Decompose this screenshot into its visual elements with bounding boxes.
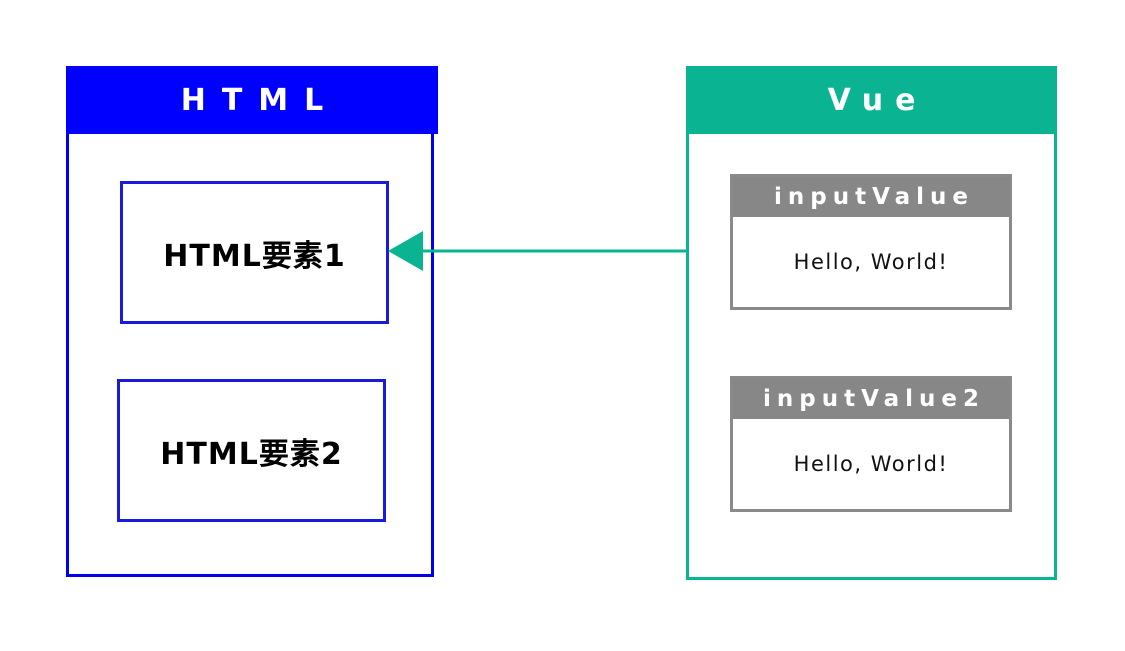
vue-panel-title: Vue: [686, 66, 1057, 134]
vue-data-value-2: Hello, World!: [793, 452, 949, 476]
vue-data-box-2: inputValue2 Hello, World!: [730, 376, 1012, 512]
vue-data-value-1: Hello, World!: [793, 250, 949, 274]
html-element-1: HTML要素1: [120, 181, 389, 324]
html-panel: HTML HTML要素1 HTML要素2: [66, 66, 438, 577]
vue-data-name-1: inputValue: [733, 177, 1009, 217]
html-panel-title: HTML: [66, 66, 438, 134]
vue-data-box-1: inputValue Hello, World!: [730, 174, 1012, 310]
vue-data-name-2: inputValue2: [733, 379, 1009, 419]
html-element-2: HTML要素2: [117, 379, 386, 522]
vue-panel: Vue inputValue Hello, World! inputValue2…: [686, 66, 1057, 580]
